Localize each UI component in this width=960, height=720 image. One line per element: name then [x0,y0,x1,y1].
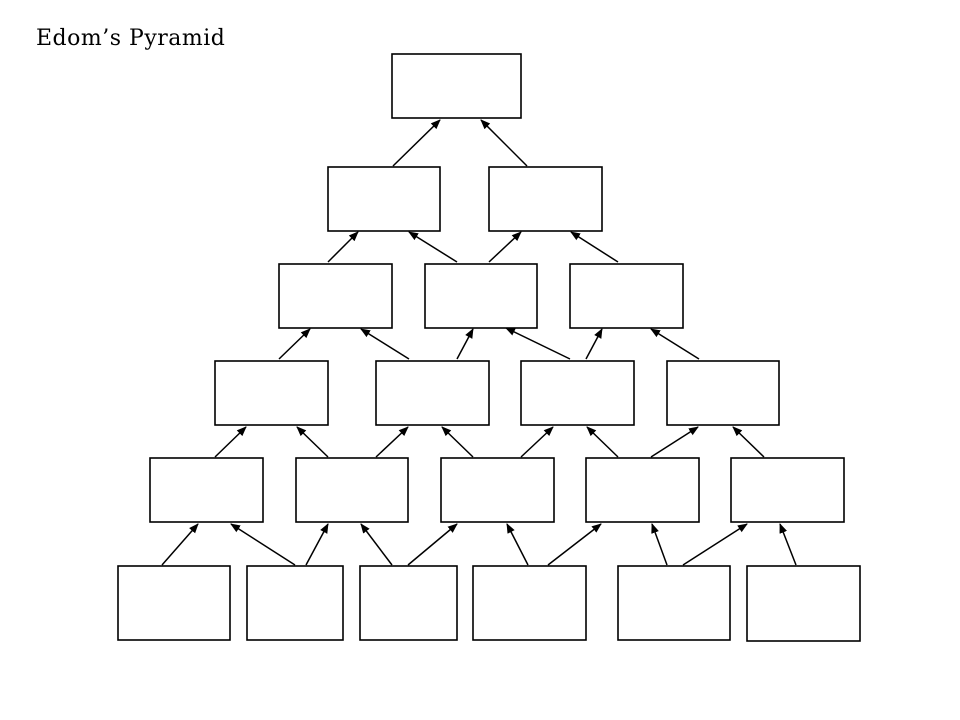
box-outline [214,360,329,426]
connector-arrow-23 [305,523,329,566]
box-outline [278,263,393,329]
connector-arrow-18 [586,426,619,458]
box-outline [617,565,731,641]
box-outline [520,360,635,426]
connector-arrow-8 [360,328,410,360]
connector-arrow-10 [505,327,571,360]
connector-arrow-22 [230,523,296,566]
pyramid-box-r5-3 [440,457,555,523]
connector-arrow-26 [506,523,529,566]
pyramid-box-r2-1 [327,166,441,232]
connector-arrow-29 [682,523,748,566]
box-outline [375,360,490,426]
connector-arrow-2 [480,119,528,167]
pyramid-box-r3-3 [569,263,684,329]
page-title: Edom’s Pyramid [36,26,226,51]
connector-arrow-15 [375,426,409,458]
pyramid-box-r5-2 [295,457,409,523]
connector-arrow-9 [456,328,474,360]
box-outline [149,457,264,523]
connector-arrow-30 [779,523,797,566]
pyramid-box-r6-4 [472,565,587,641]
connector-arrow-21 [161,523,199,566]
pyramid-box-r1-1 [391,53,522,119]
box-outline [569,263,684,329]
pyramid-box-r5-5 [730,457,845,523]
box-outline [391,53,522,119]
connector-arrow-7 [278,328,311,360]
box-outline [472,565,587,641]
connector-arrow-11 [585,328,603,360]
box-outline [746,565,861,642]
connector-arrow-17 [520,426,554,458]
connector-arrow-3 [327,231,359,263]
connector-arrow-28 [651,523,668,566]
connector-arrow-1 [392,119,441,167]
pyramid-box-r5-4 [585,457,700,523]
connector-arrow-20 [732,426,765,458]
connector-arrow-27 [547,523,602,566]
pyramid-box-r4-1 [214,360,329,426]
connector-arrow-24 [360,523,393,566]
pyramid-box-r4-2 [375,360,490,426]
connector-arrow-4 [408,231,458,263]
pyramid-box-r6-2 [246,565,344,641]
pyramid-box-r6-1 [117,565,231,641]
box-outline [666,360,780,426]
pyramid-box-r6-6 [746,565,861,642]
pyramid-box-r4-3 [520,360,635,426]
box-outline [295,457,409,523]
connector-arrow-16 [441,426,474,458]
box-outline [246,565,344,641]
pyramid-box-r5-1 [149,457,264,523]
connector-arrow-12 [650,328,700,360]
pyramid-box-r2-2 [488,166,603,232]
pyramid-box-r6-5 [617,565,731,641]
box-outline [327,166,441,232]
pyramid-box-r4-4 [666,360,780,426]
pyramid-box-r3-2 [424,263,538,329]
box-outline [730,457,845,523]
pyramid-box-r3-1 [278,263,393,329]
connector-arrow-25 [407,523,458,566]
connector-arrow-6 [570,231,619,263]
connector-arrow-19 [650,426,699,458]
box-outline [424,263,538,329]
connector-arrow-13 [214,426,247,458]
box-outline [440,457,555,523]
connector-arrow-5 [488,231,522,263]
box-outline [585,457,700,523]
pyramid-box-r6-3 [359,565,458,641]
connector-arrow-14 [296,426,329,458]
box-outline [488,166,603,232]
box-outline [359,565,458,641]
box-outline [117,565,231,641]
